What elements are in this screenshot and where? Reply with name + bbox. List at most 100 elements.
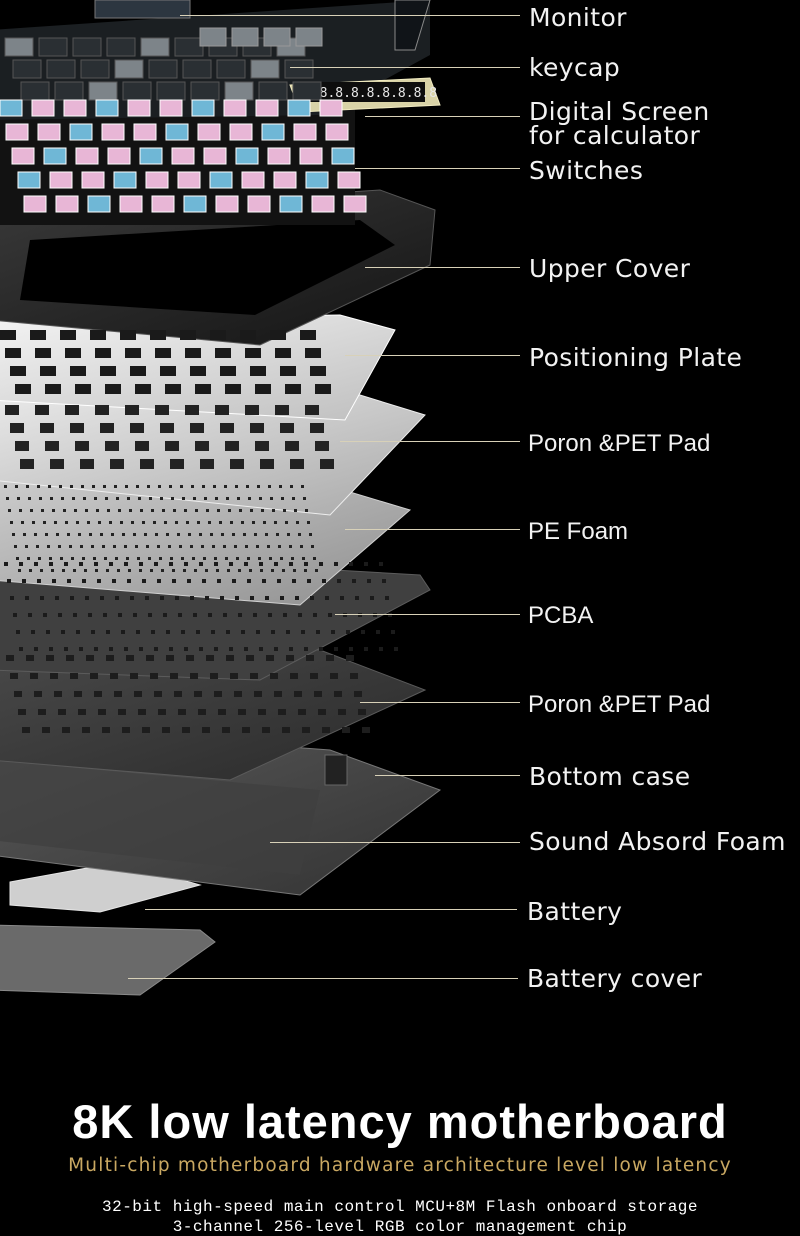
foam-hole (62, 569, 65, 572)
pcba-hole (151, 630, 155, 634)
plate-cutout (75, 384, 91, 394)
pad-hole (122, 727, 130, 733)
foam-hole (241, 521, 244, 524)
foam-hole (63, 509, 66, 512)
switch (215, 195, 239, 213)
foam-hole (26, 485, 29, 488)
foam-hole (161, 569, 164, 572)
pcba-hole (124, 562, 128, 566)
switch (267, 147, 291, 165)
foam-hole (114, 485, 117, 488)
pcba-hole (109, 562, 113, 566)
pad-hole (270, 673, 278, 679)
foam-hole (48, 485, 51, 488)
pcba-hole (127, 579, 131, 583)
plate-cutout (40, 366, 56, 376)
switch (63, 99, 87, 117)
pcba-hole (61, 630, 65, 634)
plate-cutout (240, 330, 256, 340)
pad-hole (74, 691, 82, 697)
leader-line-poron-pet-pad-top (340, 441, 520, 442)
pcba-hole (208, 613, 212, 617)
pad-cutout (190, 423, 204, 433)
pcba-hole (223, 613, 227, 617)
foam-hole (272, 509, 275, 512)
foam-hole (122, 533, 125, 536)
switch (87, 195, 111, 213)
switch (171, 147, 195, 165)
pcba-hole (40, 596, 44, 600)
foam-hole (149, 497, 152, 500)
plate-cutout (10, 366, 26, 376)
foam-hole (56, 533, 59, 536)
foam-hole (170, 557, 173, 560)
foam-hole (49, 557, 52, 560)
foam-hole (304, 569, 307, 572)
pad-hole (274, 691, 282, 697)
pad-hole (198, 709, 206, 715)
switch (5, 123, 29, 141)
keycap (12, 59, 42, 79)
foam-hole (21, 521, 24, 524)
foam-hole (67, 533, 70, 536)
pcba-hole (370, 596, 374, 600)
leader-line-switches (355, 168, 520, 169)
pad-hole (310, 673, 318, 679)
foam-hole (168, 545, 171, 548)
pcba-hole (112, 579, 116, 583)
pad-cutout (135, 441, 149, 451)
pcba-hole (334, 647, 338, 651)
foam-hole (52, 509, 55, 512)
foam-hole (210, 533, 213, 536)
foam-hole (60, 557, 63, 560)
switch (101, 123, 125, 141)
foam-hole (289, 545, 292, 548)
pcba-hole (232, 579, 236, 583)
foam-hole (238, 569, 241, 572)
pcba-hole (46, 630, 50, 634)
pad-hole (130, 673, 138, 679)
switch (49, 171, 73, 189)
pcba-hole (19, 647, 23, 651)
foam-hole (313, 557, 316, 560)
pcba-hole (139, 562, 143, 566)
foam-hole (281, 497, 284, 500)
switch (261, 123, 285, 141)
switch (279, 195, 303, 213)
label-digital-screen-line1: Digital Screen (529, 97, 710, 126)
pcba-hole (205, 596, 209, 600)
pcba-hole (307, 579, 311, 583)
plate-cutout (285, 384, 301, 394)
pad-hole (322, 727, 330, 733)
label-digital-screen-line2: for calculator (529, 121, 701, 150)
pcba-hole (322, 579, 326, 583)
foam-hole (315, 569, 318, 572)
foam-hole (166, 533, 169, 536)
foam-hole (118, 509, 121, 512)
foam-hole (17, 497, 20, 500)
label-sound-absorb-foam: Sound Absord Foam (529, 827, 786, 856)
foam-hole (274, 521, 277, 524)
pcba-hole (259, 647, 263, 651)
pcba-hole (241, 630, 245, 634)
pad-hole (182, 727, 190, 733)
pad-hole (126, 655, 134, 661)
pcba-hole (181, 630, 185, 634)
pcba-hole (388, 613, 392, 617)
pcba-hole (37, 579, 41, 583)
plate-cutout (155, 348, 171, 358)
switch (273, 171, 297, 189)
foam-hole (151, 509, 154, 512)
foam-hole (279, 485, 282, 488)
foam-hole (50, 497, 53, 500)
pad-cutout (45, 441, 59, 451)
foam-hole (278, 545, 281, 548)
label-positioning-plate: Positioning Plate (529, 343, 743, 372)
foam-hole (58, 545, 61, 548)
pcba-hole (196, 630, 200, 634)
foam-hole (92, 485, 95, 488)
pcba-hole (280, 596, 284, 600)
foam-hole (235, 485, 238, 488)
foam-hole (8, 509, 11, 512)
foam-hole (111, 533, 114, 536)
